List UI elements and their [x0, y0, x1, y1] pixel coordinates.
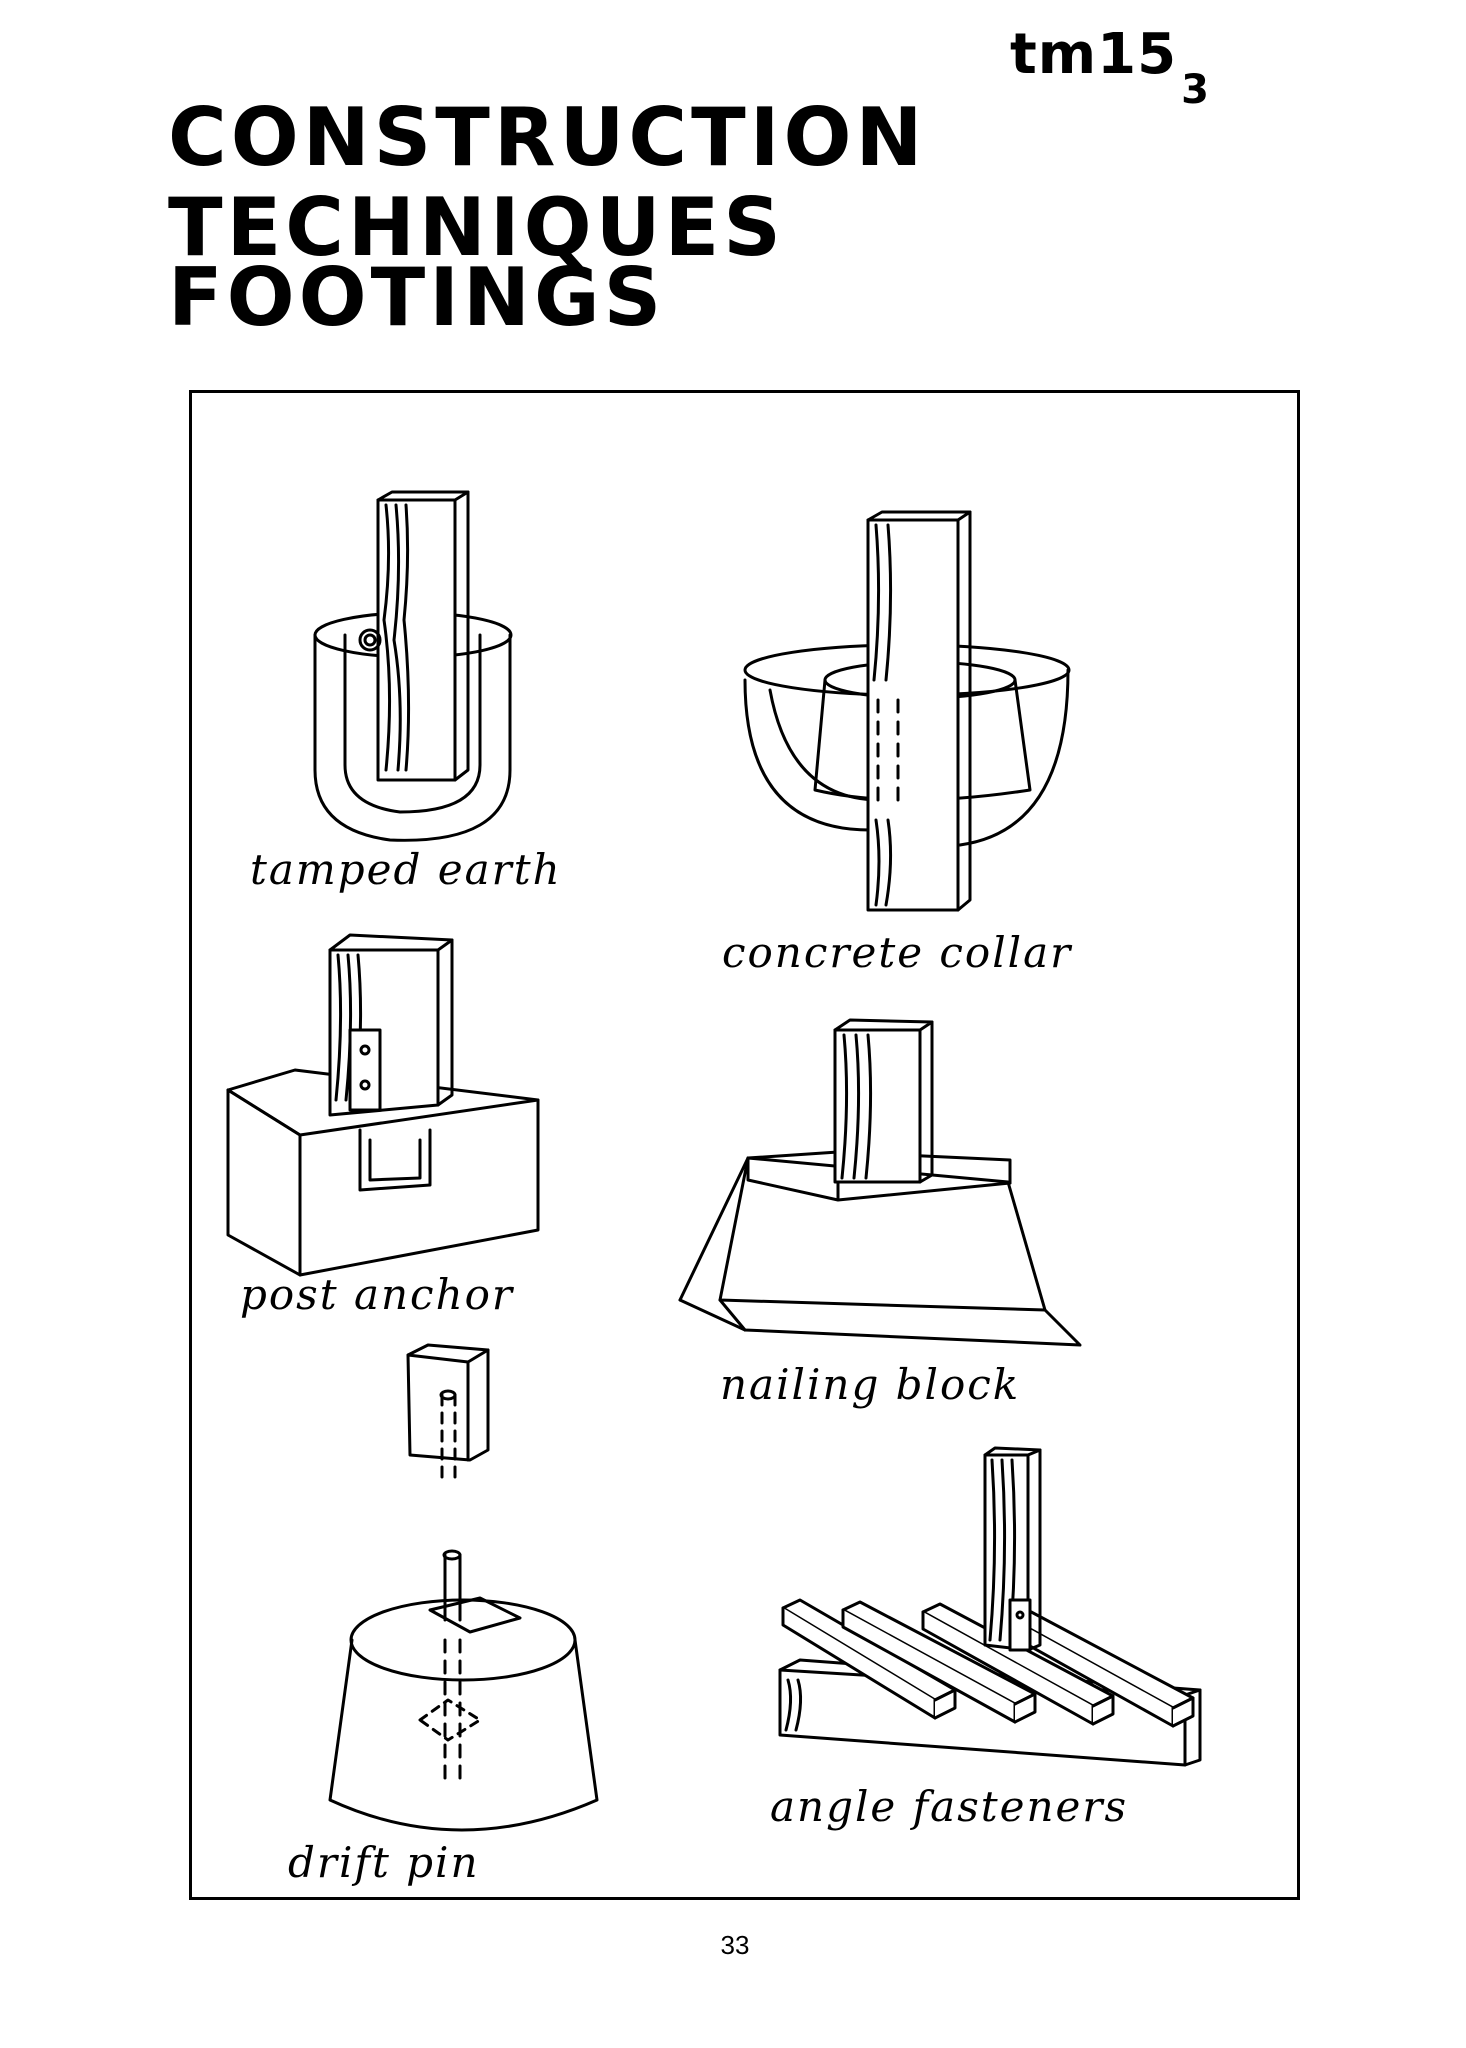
doc-code: tm153: [1010, 22, 1210, 113]
figure-label-concrete-collar: concrete collar: [722, 928, 1073, 977]
figure-label-nailing-block: nailing block: [720, 1360, 1021, 1409]
figure-frame: [189, 390, 1300, 1900]
page-number: 33: [720, 1930, 750, 1960]
tamped-earth-drawing: [313, 490, 513, 842]
nailing-block-drawing: [678, 1018, 1082, 1347]
drift-pin-drawing: [328, 1343, 599, 1832]
figure-label-drift-pin: drift pin: [288, 1838, 480, 1887]
figure-label-post-anchor: post anchor: [240, 1270, 514, 1319]
figure-label-angle-fasteners: angle fasteners: [770, 1782, 1129, 1831]
post-anchor-drawing: [226, 933, 540, 1277]
title-line-1: CONSTRUCTION: [168, 91, 927, 184]
doc-code-main: tm15: [1010, 22, 1178, 87]
concrete-collar-drawing: [743, 510, 1071, 912]
figure-label-tamped-earth: tamped earth: [250, 845, 562, 894]
title-line-3: FOOTINGS: [168, 251, 666, 344]
title-line-2: TECHNIQUES: [168, 181, 785, 274]
angle-fasteners-drawing: [778, 1446, 1202, 1767]
doc-code-sub: 3: [1181, 67, 1210, 114]
